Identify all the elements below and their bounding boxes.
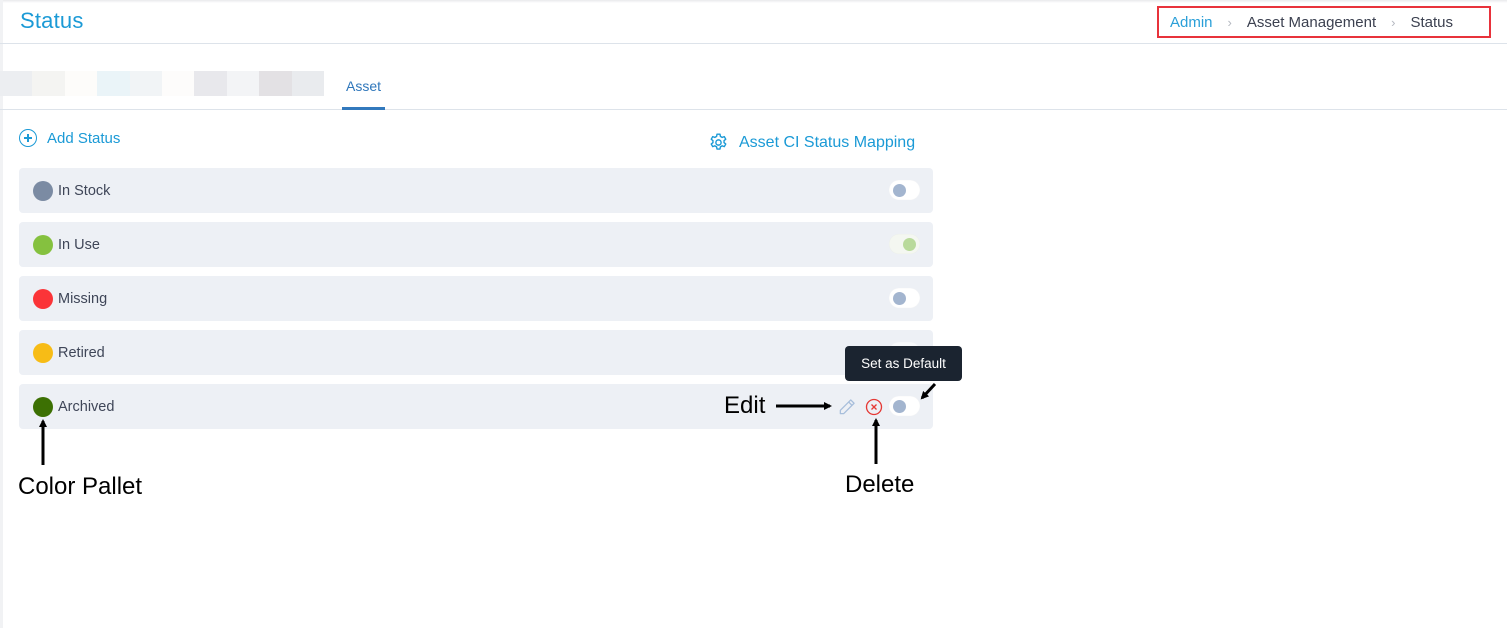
- redacted-swatch: [0, 71, 33, 96]
- toggle-knob: [893, 400, 906, 413]
- status-name: Archived: [58, 398, 115, 415]
- redacted-swatch: [259, 71, 292, 96]
- ci-mapping-label: Asset CI Status Mapping: [739, 133, 916, 151]
- toggle-knob: [893, 292, 906, 305]
- breadcrumb: Admin › Asset Management › Status: [1157, 6, 1491, 38]
- annotation-color-pallet: Color Pallet: [18, 473, 143, 500]
- status-list: In Stock In Use Missing Retired Archived: [19, 168, 933, 438]
- add-status-button[interactable]: Add Status: [19, 129, 120, 147]
- gear-icon: [710, 133, 727, 150]
- status-row-retired[interactable]: Retired: [19, 330, 933, 375]
- annotation-delete: Delete: [845, 471, 915, 498]
- top-shadow: [0, 0, 1507, 3]
- redacted-swatch: [32, 71, 65, 96]
- set-default-toggle[interactable]: [889, 234, 920, 254]
- color-pallet-dot[interactable]: [33, 288, 53, 309]
- color-pallet-dot[interactable]: [33, 180, 53, 201]
- redacted-swatch: [194, 71, 227, 96]
- status-name: Retired: [58, 344, 105, 361]
- breadcrumb-status: Status: [1410, 13, 1453, 31]
- asset-ci-status-mapping-button[interactable]: Asset CI Status Mapping: [708, 132, 915, 153]
- redacted-swatch: [64, 71, 98, 96]
- redacted-tabs: [0, 71, 324, 96]
- status-name: In Use: [58, 236, 100, 253]
- color-pallet-dot[interactable]: [33, 396, 53, 417]
- set-default-toggle[interactable]: [889, 288, 920, 308]
- status-row-in-stock[interactable]: In Stock: [19, 168, 933, 213]
- plus-circle-icon: [19, 129, 37, 147]
- left-edge: [0, 0, 3, 628]
- toggle-knob: [903, 238, 916, 251]
- set-default-toggle[interactable]: [889, 396, 920, 416]
- tab-asset[interactable]: Asset: [342, 70, 385, 110]
- chevron-right-icon: ›: [1391, 14, 1396, 30]
- color-pallet-dot[interactable]: [33, 342, 53, 363]
- status-name: In Stock: [58, 182, 111, 199]
- pencil-icon[interactable]: [837, 397, 857, 417]
- breadcrumb-admin[interactable]: Admin: [1170, 13, 1213, 31]
- chevron-right-icon: ›: [1227, 14, 1232, 30]
- annotation-edit: Edit: [724, 392, 766, 419]
- redacted-swatch: [226, 71, 260, 96]
- status-name: Missing: [58, 290, 108, 307]
- redacted-swatch: [97, 71, 130, 96]
- page-title: Status: [20, 8, 84, 33]
- status-row-in-use[interactable]: In Use: [19, 222, 933, 267]
- toggle-knob: [893, 184, 906, 197]
- status-row-archived[interactable]: Archived: [19, 384, 933, 429]
- delete-x-circle-icon[interactable]: [864, 397, 884, 417]
- set-as-default-tooltip: Set as Default: [845, 346, 962, 381]
- page-header: Status Admin › Asset Management › Status: [0, 0, 1507, 44]
- redacted-swatch: [129, 71, 162, 96]
- status-row-missing[interactable]: Missing: [19, 276, 933, 321]
- tab-bar: Asset: [0, 44, 1507, 110]
- set-default-toggle[interactable]: [889, 180, 920, 200]
- add-status-label: Add Status: [47, 129, 121, 147]
- redacted-swatch: [291, 71, 324, 96]
- redacted-swatch: [161, 71, 195, 96]
- breadcrumb-asset-management[interactable]: Asset Management: [1246, 13, 1377, 31]
- color-pallet-dot[interactable]: [33, 234, 53, 255]
